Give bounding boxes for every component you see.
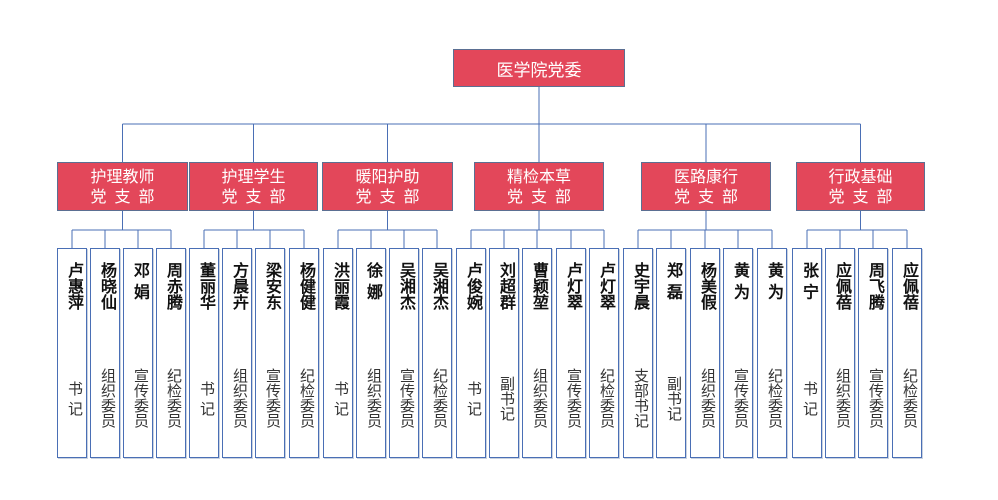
member-card: 杨晓仙组织委员 [90,248,120,458]
member-card: 应佩蓓纪检委员 [892,248,922,458]
member-role: 组织委员 [699,368,717,428]
member-card: 刘超群副书记 [489,248,519,458]
member-name: 应佩蓓 [900,262,919,310]
member-card: 方晨卉组织委员 [222,248,252,458]
member-role: 书 记 [801,380,819,416]
member-name: 卢灯翠 [597,262,616,310]
member-card: 曹颖堃组织委员 [522,248,552,458]
branch-title: 暖阳护助 [355,166,420,186]
member-name: 黄 为 [731,262,750,300]
member-name: 方晨卉 [230,262,249,310]
member-card: 卢灯翠宣传委员 [556,248,586,458]
member-role: 纪检委员 [431,368,449,428]
member-name: 梁安东 [263,262,282,310]
member-name: 黄 为 [765,262,784,300]
member-card: 应佩蓓组织委员 [825,248,855,458]
member-role: 纪检委员 [298,368,316,428]
member-card: 黄 为纪检委员 [757,248,787,458]
branch-node-administration: 行政基础党支部 [796,162,925,211]
member-role: 副书记 [665,375,683,421]
member-card: 张 宁书 记 [792,248,822,458]
member-card: 吴湘杰纪检委员 [422,248,452,458]
branch-subtitle: 党支部 [355,186,428,206]
member-card: 黄 为宣传委员 [723,248,753,458]
member-name: 应佩蓓 [833,262,852,310]
branch-title: 行政基础 [828,166,893,186]
member-name: 洪丽霞 [331,262,350,310]
branch-title: 精检本草 [506,166,571,186]
member-role: 书 记 [198,380,216,416]
member-role: 纪检委员 [598,368,616,428]
member-role: 书 记 [465,380,483,416]
member-card: 洪丽霞书 记 [323,248,353,458]
member-card: 郑 磊副书记 [656,248,686,458]
branch-title: 医路康行 [673,166,738,186]
member-role: 组织委员 [365,368,383,428]
member-card: 杨健健纪检委员 [289,248,319,458]
member-card: 卢灯翠纪检委员 [589,248,619,458]
branch-node-warm-sun: 暖阳护助党支部 [322,162,453,211]
member-name: 卢惠萍 [65,262,84,310]
member-role: 组织委员 [834,368,852,428]
member-role: 纪检委员 [901,368,919,428]
member-role: 纪检委员 [766,368,784,428]
branch-subtitle: 党支部 [828,186,901,206]
member-name: 吴湘杰 [430,262,449,310]
member-name: 周飞腾 [866,262,885,310]
member-card: 徐 娜组织委员 [356,248,386,458]
member-card: 周赤腾纪检委员 [156,248,186,458]
member-card: 卢俊婉书 记 [456,248,486,458]
member-name: 杨美假 [698,262,717,310]
member-role: 组织委员 [99,368,117,428]
member-role: 书 记 [66,380,84,416]
member-name: 徐 娜 [364,262,383,300]
member-role: 书 记 [332,380,350,416]
member-role: 组织委员 [231,368,249,428]
branch-node-medical-road: 医路康行党支部 [641,162,771,211]
branch-subtitle: 党支部 [221,186,294,206]
member-name: 吴湘杰 [397,262,416,310]
member-role: 宣传委员 [565,368,583,428]
branch-subtitle: 党支部 [506,186,579,206]
member-card: 周飞腾宣传委员 [858,248,888,458]
root-label: 医学院党委 [496,60,582,81]
root-node: 医学院党委 [453,49,625,87]
branch-node-herbal: 精检本草党支部 [474,162,604,211]
member-role: 纪检委员 [165,368,183,428]
branch-subtitle: 党支部 [90,186,163,206]
member-role: 支部书记 [632,368,650,428]
member-card: 邓 娟宣传委员 [123,248,153,458]
member-role: 宣传委员 [132,368,150,428]
member-name: 董丽华 [197,262,216,310]
member-name: 周赤腾 [164,262,183,310]
member-card: 吴湘杰宣传委员 [389,248,419,458]
branch-title: 护理学生 [221,166,286,186]
member-role: 宣传委员 [264,368,282,428]
member-role: 宣传委员 [398,368,416,428]
member-name: 刘超群 [497,262,516,310]
branch-title: 护理教师 [90,166,155,186]
branch-node-nursing-students: 护理学生党支部 [189,162,318,211]
member-name: 张 宁 [800,262,819,300]
member-card: 董丽华书 记 [189,248,219,458]
member-card: 卢惠萍书 记 [57,248,87,458]
branch-node-nursing-teachers: 护理教师党支部 [57,162,188,211]
member-name: 曹颖堃 [530,262,549,310]
member-name: 郑 磊 [664,262,683,300]
member-role: 宣传委员 [867,368,885,428]
member-name: 卢灯翠 [564,262,583,310]
member-role: 宣传委员 [732,368,750,428]
member-role: 组织委员 [531,368,549,428]
branch-subtitle: 党支部 [673,186,746,206]
member-name: 邓 娟 [131,262,150,300]
member-name: 史宇晨 [631,262,650,310]
member-name: 杨健健 [297,262,316,310]
member-card: 史宇晨支部书记 [623,248,653,458]
member-card: 杨美假组织委员 [690,248,720,458]
member-name: 卢俊婉 [464,262,483,310]
member-name: 杨晓仙 [98,262,117,310]
member-card: 梁安东宣传委员 [255,248,285,458]
member-role: 副书记 [498,375,516,421]
